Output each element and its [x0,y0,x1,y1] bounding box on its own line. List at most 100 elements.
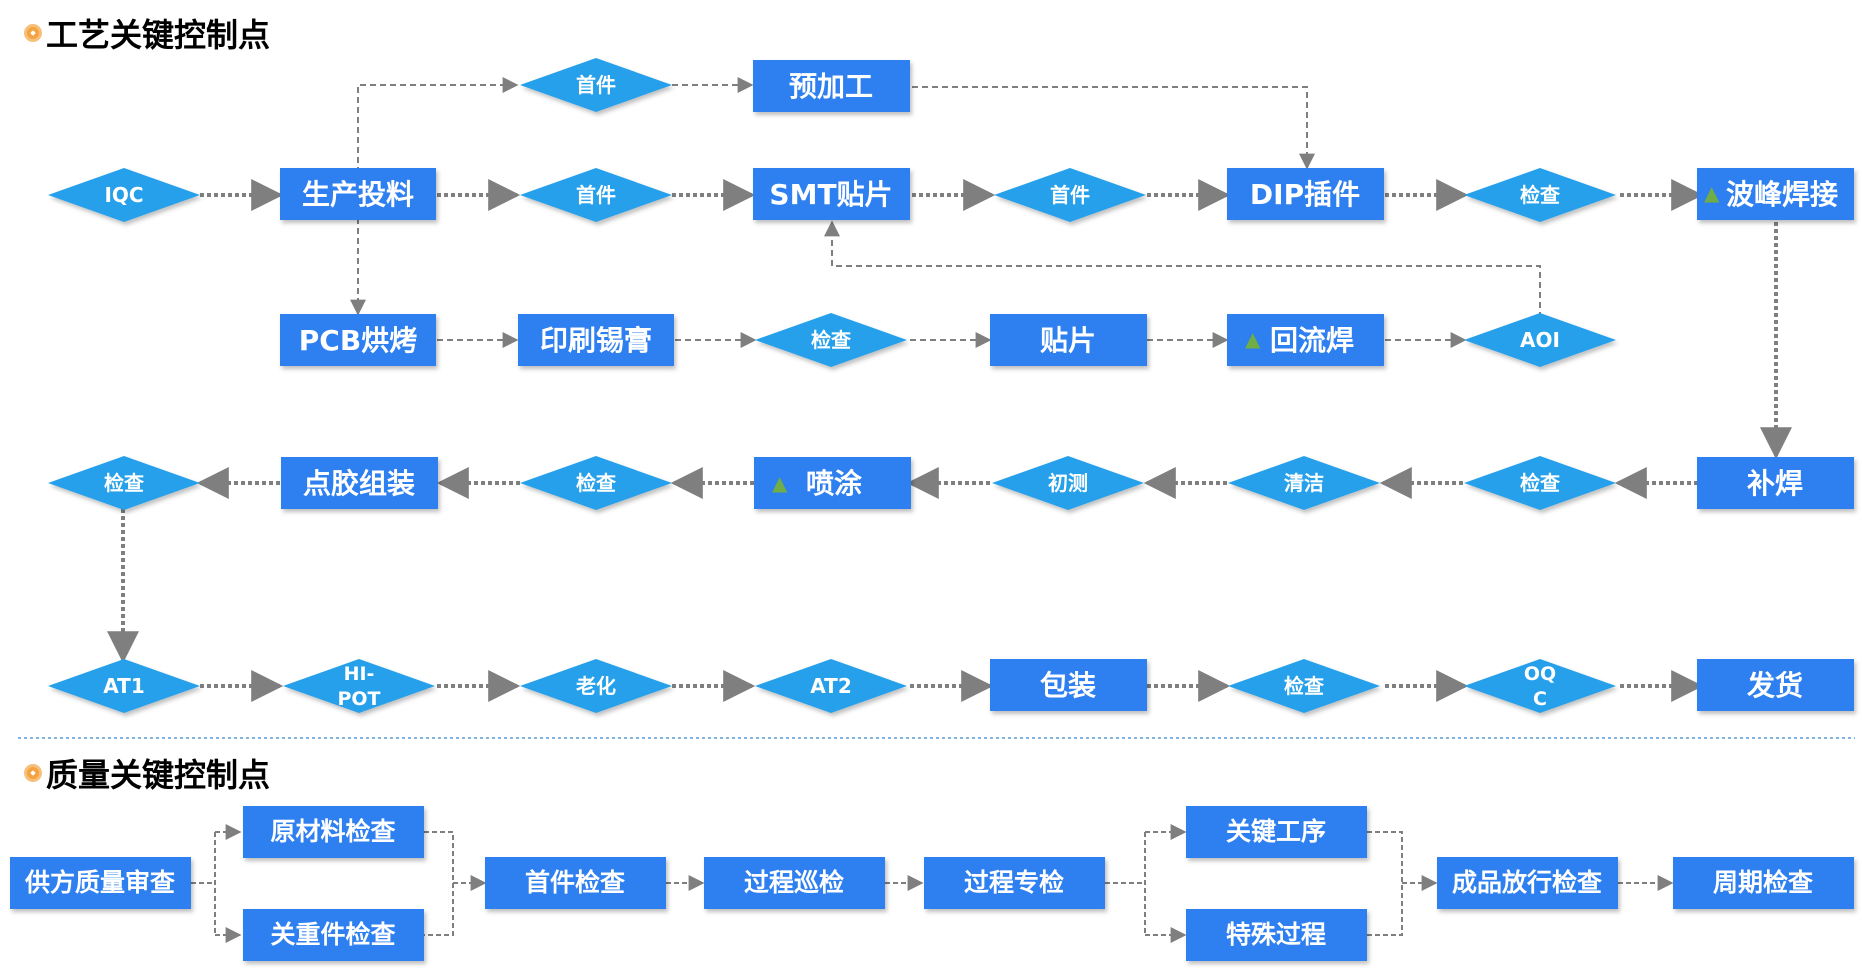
quality-section-title: 质量关键控制点 [24,750,270,796]
box-smt: SMT贴片 [753,168,910,220]
svg-text:首件: 首件 [576,73,616,97]
quality-connectors [191,824,1674,943]
box-special-inspection: 过程专检 [924,857,1105,909]
box-process-patrol: 过程巡检 [704,857,885,909]
diamond-check-spray: 检查 [520,456,672,510]
box-dip: DIP插件 [1227,168,1384,220]
diamond-initial-test: 初测 [992,456,1144,510]
svg-text:供方质量审查: 供方质量审查 [24,868,175,897]
diamond-iqc: IQC [48,168,200,222]
process-connectors [107,77,1792,702]
box-raw-material-check: 原材料检查 [243,806,424,858]
box-assembly: 点胶组装 [281,457,438,509]
svg-text:点胶组装: 点胶组装 [303,467,415,500]
svg-text:喷涂: 喷涂 [806,467,862,500]
svg-text:周期检查: 周期检查 [1713,868,1813,897]
svg-text:预加工: 预加工 [789,70,873,103]
svg-text:初测: 初测 [1048,471,1088,495]
quality-title-text: 质量关键控制点 [46,756,271,794]
box-wave-solder: ▲ 波峰焊接 [1697,168,1854,220]
svg-text:AOI: AOI [1520,328,1560,352]
svg-text:检查: 检查 [104,471,144,495]
process-title-text: 工艺关键控制点 [46,16,271,54]
diamond-oqc: OQ C [1464,659,1616,713]
svg-text:首件: 首件 [1050,183,1090,207]
box-repair: 补焊 [1697,457,1854,509]
svg-text:SMT贴片: SMT贴片 [769,178,892,211]
box-pcb-bake: PCB烘烤 [280,314,436,366]
box-supplier-review: 供方质量审查 [10,857,191,909]
box-key-parts-check: 关重件检查 [243,909,424,961]
diamond-aoi: AOI [1464,313,1616,367]
process-boxes: 生产投料 预加工 SMT贴片 DIP插件 ▲ 波峰焊接 PCB烘烤 印刷锡膏 [280,60,1854,711]
svg-text:检查: 检查 [1520,471,1560,495]
diamond-check-print: 检查 [755,313,907,367]
svg-text:过程专检: 过程专检 [964,868,1064,897]
box-reflow: ▲ 回流焊 [1227,314,1384,366]
box-prework: 预加工 [753,60,910,112]
bullet-icon [24,764,42,782]
box-production: 生产投料 [280,168,436,220]
svg-text:HI-: HI- [344,663,375,685]
svg-text:包装: 包装 [1040,669,1096,702]
svg-text:老化: 老化 [576,674,616,698]
connector [912,86,1315,170]
svg-text:特殊过程: 特殊过程 [1226,920,1326,949]
diamond-aging: 老化 [520,659,672,713]
svg-text:关重件检查: 关重件检查 [270,920,395,949]
svg-text:检查: 检查 [576,471,616,495]
svg-text:POT: POT [337,688,380,710]
diamond-hipot: HI- POT [283,659,435,713]
box-first-article-check: 首件检查 [485,857,666,909]
svg-text:贴片: 贴片 [1040,324,1096,357]
svg-text:检查: 检查 [1284,674,1324,698]
box-key-process: 关键工序 [1186,806,1367,858]
svg-text:原材料检查: 原材料检查 [270,817,395,846]
svg-text:首件检查: 首件检查 [525,868,625,897]
svg-text:成品放行检查: 成品放行检查 [1452,868,1602,897]
svg-text:补焊: 补焊 [1747,467,1803,500]
diamond-at1: AT1 [48,659,200,713]
key-marker-icon: ▲ [1704,181,1720,205]
svg-text:C: C [1533,688,1547,710]
connector [424,831,454,936]
diamond-first-smt: 首件 [994,168,1146,222]
bullet-icon [24,24,42,42]
svg-text:生产投料: 生产投料 [302,178,414,211]
box-print-paste: 印刷锡膏 [518,314,674,366]
box-periodic-check: 周期检查 [1673,857,1854,909]
svg-text:发货: 发货 [1746,669,1803,702]
quality-boxes: 供方质量审查 原材料检查 关重件检查 首件检查 过程巡检 过程专检 关键工序 [10,806,1854,961]
box-spray: ▲ 喷涂 [754,457,911,509]
diamond-first-top: 首件 [520,58,672,112]
svg-text:检查: 检查 [811,328,851,352]
svg-text:清洁: 清洁 [1284,471,1324,495]
svg-text:PCB烘烤: PCB烘烤 [299,324,417,357]
svg-text:首件: 首件 [576,183,616,207]
diamond-check-dip: 检查 [1464,168,1616,222]
diamond-check-package: 检查 [1228,659,1380,713]
box-package: 包装 [990,659,1147,711]
diamond-at2: AT2 [755,659,907,713]
svg-text:OQ: OQ [1524,663,1556,685]
svg-text:检查: 检查 [1520,183,1560,207]
key-marker-icon: ▲ [772,471,788,495]
key-marker-icon: ▲ [1245,327,1261,351]
svg-text:回流焊: 回流焊 [1270,324,1354,357]
diamond-first-row1: 首件 [520,168,672,222]
box-special-process: 特殊过程 [1186,909,1367,961]
connector [824,220,1541,318]
svg-text:关键工序: 关键工序 [1226,817,1326,846]
diamond-check-repair: 检查 [1464,456,1616,510]
diamond-clean: 清洁 [1228,456,1380,510]
svg-text:DIP插件: DIP插件 [1250,178,1360,211]
diamond-check-assembly: 检查 [48,456,200,510]
connector [1367,831,1403,936]
box-place: 贴片 [990,314,1147,366]
svg-text:AT1: AT1 [103,674,144,698]
box-ship: 发货 [1697,659,1854,711]
svg-text:AT2: AT2 [810,674,851,698]
box-release-check: 成品放行检查 [1437,857,1618,909]
process-diamonds: IQC 首件 首件 首件 检查 检查 AOI 检查 [48,58,1616,713]
